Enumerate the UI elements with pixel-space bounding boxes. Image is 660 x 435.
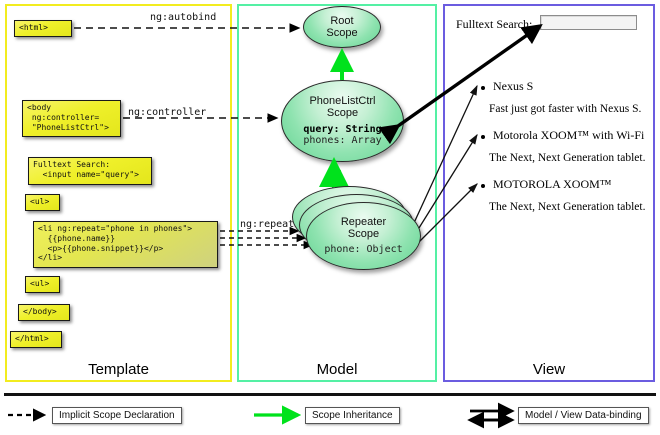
scope-root: Root Scope [303,6,381,48]
panel-view [443,4,655,382]
scope-repeater-name: Repeater Scope [340,215,387,241]
view-search-input[interactable] [540,15,637,30]
view-item-title-2: MOTOROLA XOOM™ [493,177,612,191]
edge-label-controller: ng:controller [128,107,207,118]
code-box-html-open: <html> [14,20,72,37]
code-box-body-close: </body> [18,304,70,321]
view-item-title-0: Nexus S [493,79,534,93]
view-bullet-2 [481,184,485,188]
legend-divider [4,393,656,396]
scope-repeater-props: phone: Object [324,244,403,256]
panel-title-view: View [532,361,566,378]
panel-title-template: Template [88,361,149,378]
scope-phonelistctrl: PhoneListCtrl Scope query: String phones… [281,80,404,162]
legend-label-implicit-scope: Implicit Scope Declaration [52,407,182,424]
legend-arrows [8,402,515,429]
legend: Implicit Scope Declaration Scope Inherit… [0,393,660,435]
scope-phonelistctrl-props: query: String phones: Array [303,123,382,147]
panel-title-model: Model [316,361,358,378]
legend-label-scope-inheritance: Scope Inheritance [305,407,400,424]
view-search-label: Fulltext Search: [456,17,533,31]
view-item-snippet-2: The Next, Next Generation tablet. [489,201,646,213]
view-bullet-1 [481,135,485,139]
legend-label-data-binding: Model / View Data-binding [518,407,649,424]
code-box-ul-open: <ul> [25,194,60,211]
code-box-ul-close: <ul> [25,276,60,293]
code-box-body-open: <body ng:controller= "PhoneListCtrl"> [22,100,121,137]
scope-phonelistctrl-name: PhoneListCtrl Scope [309,94,376,120]
edge-label-repeat: ng:repeat [240,219,295,230]
code-box-fulltext-search: Fulltext Search: <input name="query"> [28,157,152,185]
scope-root-name: Root Scope [326,14,358,39]
code-box-li-repeat: <li ng:repeat="phone in phones"> {{phone… [33,221,218,268]
scope-repeater: Repeater Scope phone: Object [306,202,421,270]
view-item-title-1: Motorola XOOM™ with Wi-Fi [493,128,645,142]
panel-template [5,4,232,382]
edge-label-autobind: ng:autobind [150,12,217,23]
view-item-snippet-1: The Next, Next Generation tablet. [489,152,646,164]
view-bullet-0 [481,86,485,90]
code-box-html-close: </html> [10,331,62,348]
view-item-snippet-0: Fast just got faster with Nexus S. [489,103,642,115]
